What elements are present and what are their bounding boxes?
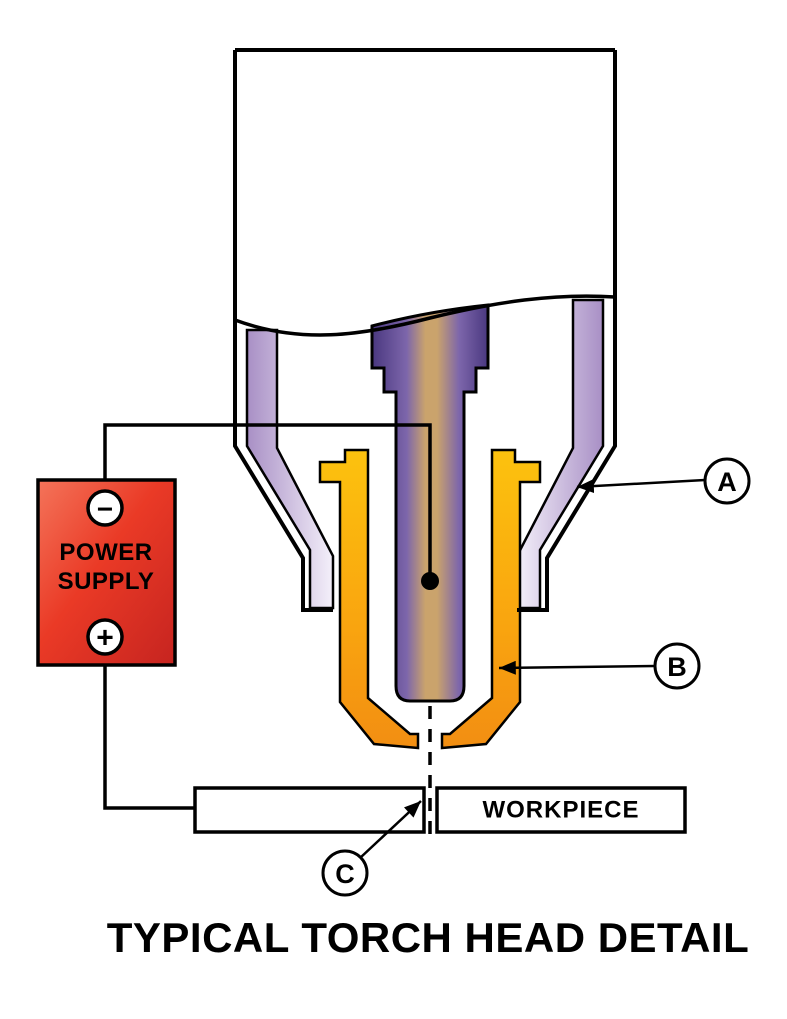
- positive-terminal-symbol: +: [96, 622, 114, 655]
- power-supply-label-line2: SUPPLY: [58, 568, 155, 595]
- diagram-title: TYPICAL TORCH HEAD DETAIL: [107, 914, 750, 961]
- positive-terminal-circle: [86, 618, 124, 656]
- workpiece-label: WORKPIECE: [482, 797, 639, 824]
- break-line: [234, 294, 616, 337]
- callout-b-label: B: [667, 652, 687, 682]
- callout-c-leader: [359, 800, 422, 859]
- callout-c-circle: [321, 849, 369, 897]
- callout-a-label: A: [717, 467, 737, 497]
- negative-terminal-symbol: −: [97, 494, 113, 525]
- callout-b-circle: [653, 642, 701, 690]
- torch-body-outline-left: [233, 50, 333, 612]
- workpiece-right-section: [435, 786, 687, 834]
- callout-b-leader: [498, 660, 656, 675]
- negative-wire: [103, 423, 432, 578]
- torch-body-outline-right: [517, 50, 617, 612]
- callout-a-leader: [576, 478, 706, 494]
- callout-c-label: C: [335, 859, 355, 889]
- power-supply-label-line1: POWER: [59, 539, 152, 566]
- nozzle-left: [318, 448, 420, 750]
- negative-terminal-circle: [86, 489, 124, 527]
- workpiece-left-section: [193, 786, 426, 834]
- electrode-contact-dot: [421, 572, 439, 590]
- callout-a-circle: [703, 457, 751, 505]
